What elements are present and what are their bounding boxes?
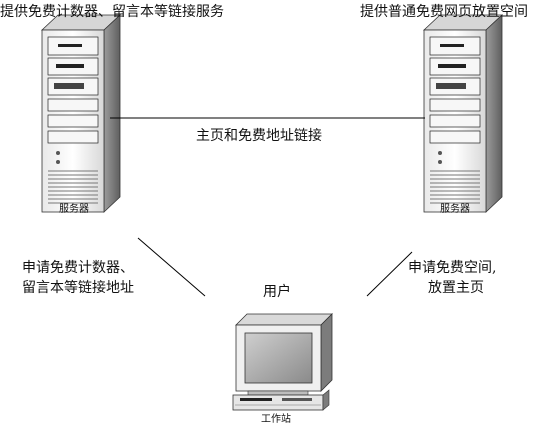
servers-link-label: 主页和免费地址链接	[196, 128, 322, 144]
user-to-right-line	[366, 251, 413, 297]
workstation-icon	[232, 313, 333, 411]
right-server-description: 提供普通免费网页放置空间	[360, 4, 528, 20]
user-to-right-label-line2: 放置主页	[428, 280, 484, 296]
left-server-caption: 服务器	[59, 204, 89, 215]
user-to-left-line	[137, 237, 206, 297]
left-server-description: 提供免费计数器、留言本等链接服务	[0, 4, 224, 20]
user-to-left-label-line2: 留言本等链接地址	[22, 280, 134, 296]
right-server-icon	[423, 14, 503, 213]
right-server-caption: 服务器	[440, 204, 470, 215]
user-role-label: 用户	[263, 284, 291, 300]
workstation-caption: 工作站	[261, 414, 291, 425]
user-to-left-label-line1: 申请免费计数器、	[22, 260, 134, 276]
user-to-right-label-line1: 申请免费空间,	[408, 260, 497, 276]
left-server-icon	[41, 14, 121, 213]
